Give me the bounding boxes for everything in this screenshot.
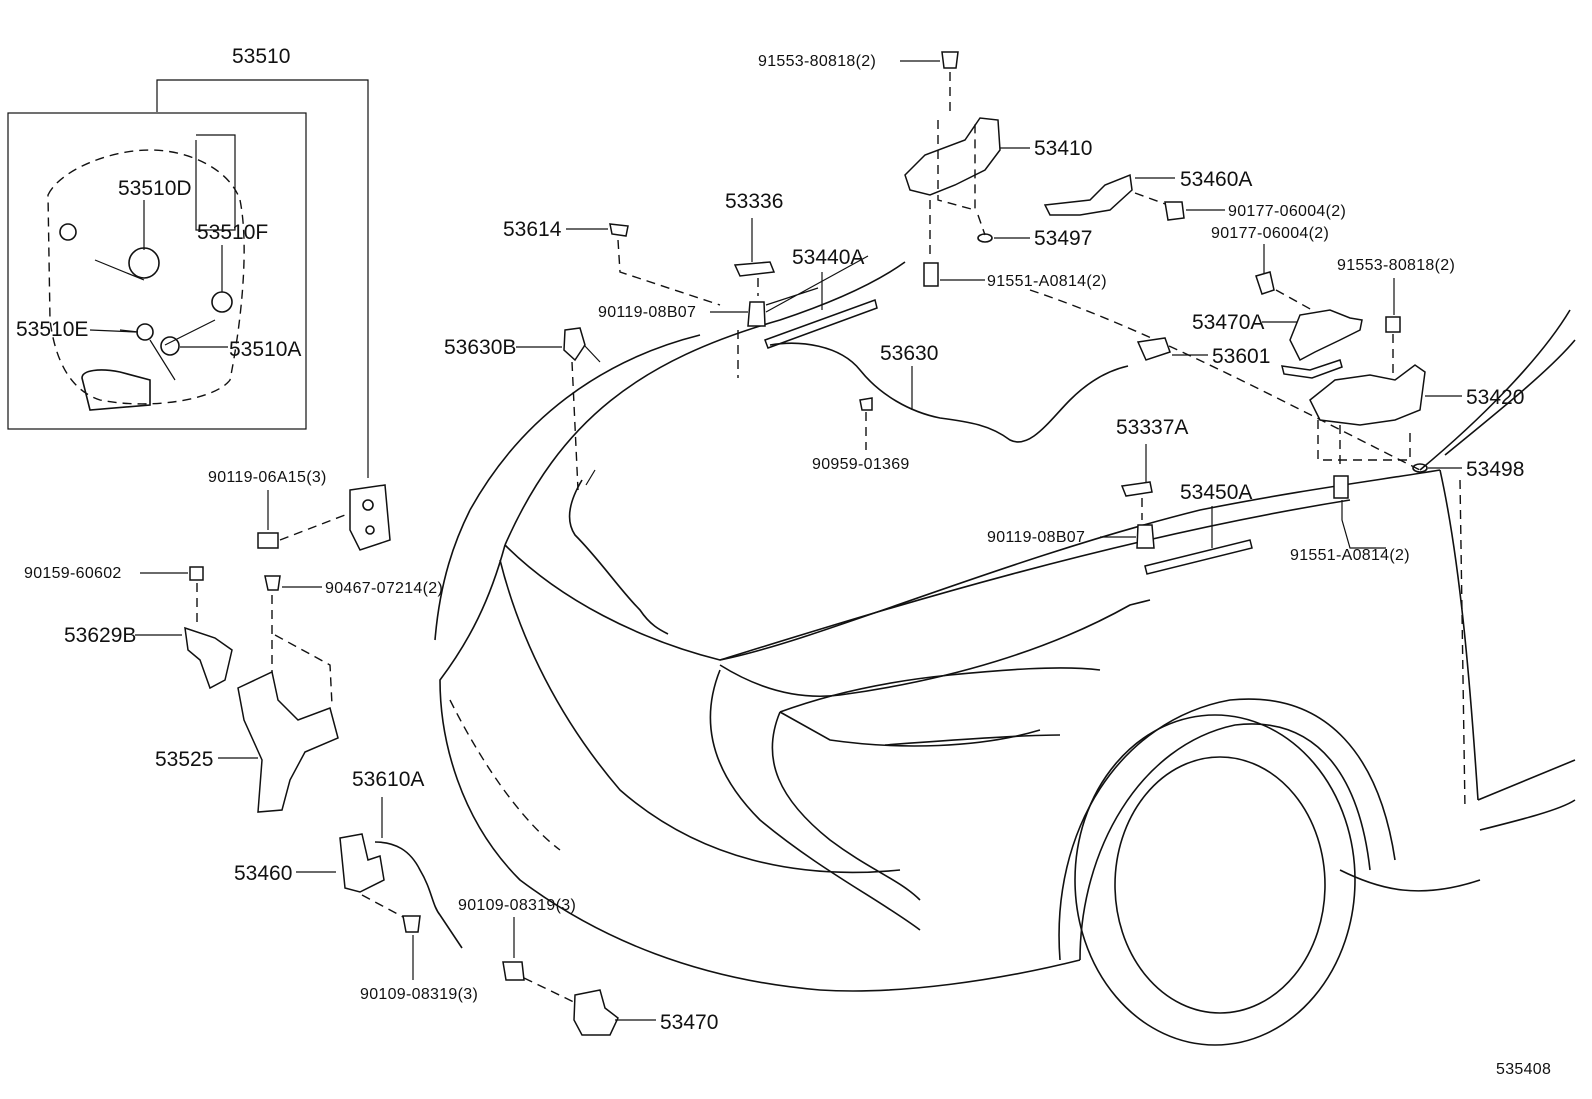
label-91553-80818-top: 91553-80818(2) bbox=[758, 53, 876, 70]
label-53498: 53498 bbox=[1466, 458, 1524, 481]
label-53630B: 53630B bbox=[444, 336, 516, 359]
label-91551-A0814-top: 91551-A0814(2) bbox=[987, 273, 1107, 290]
center-parts: 53614 53630B 53336 90119-08B07 53440A 53… bbox=[444, 190, 1270, 635]
label-53336: 53336 bbox=[725, 190, 783, 213]
label-90119-06A15: 90119-06A15(3) bbox=[208, 469, 327, 486]
label-53614: 53614 bbox=[503, 218, 562, 241]
label-53510A: 53510A bbox=[229, 338, 301, 361]
label-90119-08B07-a: 90119-08B07 bbox=[598, 304, 696, 321]
figure-id: 535408 bbox=[1496, 1061, 1551, 1078]
label-53337A: 53337A bbox=[1116, 416, 1188, 439]
label-90177-06004-b: 90177-06004(2) bbox=[1211, 225, 1329, 242]
label-53470A: 53470A bbox=[1192, 311, 1264, 334]
vehicle-body-outline bbox=[434, 261, 1576, 1046]
label-90467-07214: 90467-07214(2) bbox=[325, 580, 443, 597]
label-90159-60602: 90159-60602 bbox=[24, 565, 122, 582]
lock-spring-e bbox=[136, 323, 154, 341]
label-90109-08319-b: 90109-08319(3) bbox=[360, 986, 478, 1003]
label-53510D: 53510D bbox=[118, 177, 192, 200]
label-53460A: 53460A bbox=[1180, 168, 1252, 191]
lock-assembly-inset: 53510 53510D 53510F 53510E 53510A bbox=[7, 45, 369, 478]
left-column-parts: 90119-06A15(3) 90159-60602 90467-07214(2… bbox=[24, 469, 718, 1036]
label-90109-08319-a: 90109-08319(3) bbox=[458, 897, 576, 914]
lock-spring-f bbox=[211, 291, 233, 313]
label-91553-80818-right: 91553-80818(2) bbox=[1337, 257, 1455, 274]
label-53440A: 53440A bbox=[792, 246, 864, 269]
label-53610A: 53610A bbox=[352, 768, 424, 791]
hood-lock-part bbox=[349, 484, 391, 551]
label-90119-08B07-b: 90119-08B07 bbox=[987, 529, 1085, 546]
label-53470: 53470 bbox=[660, 1011, 718, 1034]
label-53450A: 53450A bbox=[1180, 481, 1252, 504]
lock-spring-a bbox=[160, 336, 180, 356]
label-53510E: 53510E bbox=[16, 318, 88, 341]
label-90177-06004-a: 90177-06004(2) bbox=[1228, 203, 1346, 220]
label-53497: 53497 bbox=[1034, 227, 1092, 250]
label-90959-01369: 90959-01369 bbox=[812, 456, 910, 473]
lock-phantom bbox=[47, 149, 245, 405]
right-upper-parts: 91553-80818(2) 53410 53497 91551-A0814(2… bbox=[758, 51, 1524, 564]
label-53629B: 53629B bbox=[64, 624, 136, 647]
label-53510: 53510 bbox=[232, 45, 290, 68]
label-53420: 53420 bbox=[1466, 386, 1524, 409]
label-53601: 53601 bbox=[1212, 345, 1270, 368]
label-53510F: 53510F bbox=[197, 221, 268, 244]
label-53630: 53630 bbox=[880, 342, 938, 365]
lock-spring-d bbox=[128, 247, 160, 279]
label-53410: 53410 bbox=[1034, 137, 1092, 160]
label-91551-A0814-bottom: 91551-A0814(2) bbox=[1290, 547, 1410, 564]
label-53460: 53460 bbox=[234, 862, 292, 885]
inset-frame bbox=[7, 112, 307, 430]
label-53525: 53525 bbox=[155, 748, 213, 771]
